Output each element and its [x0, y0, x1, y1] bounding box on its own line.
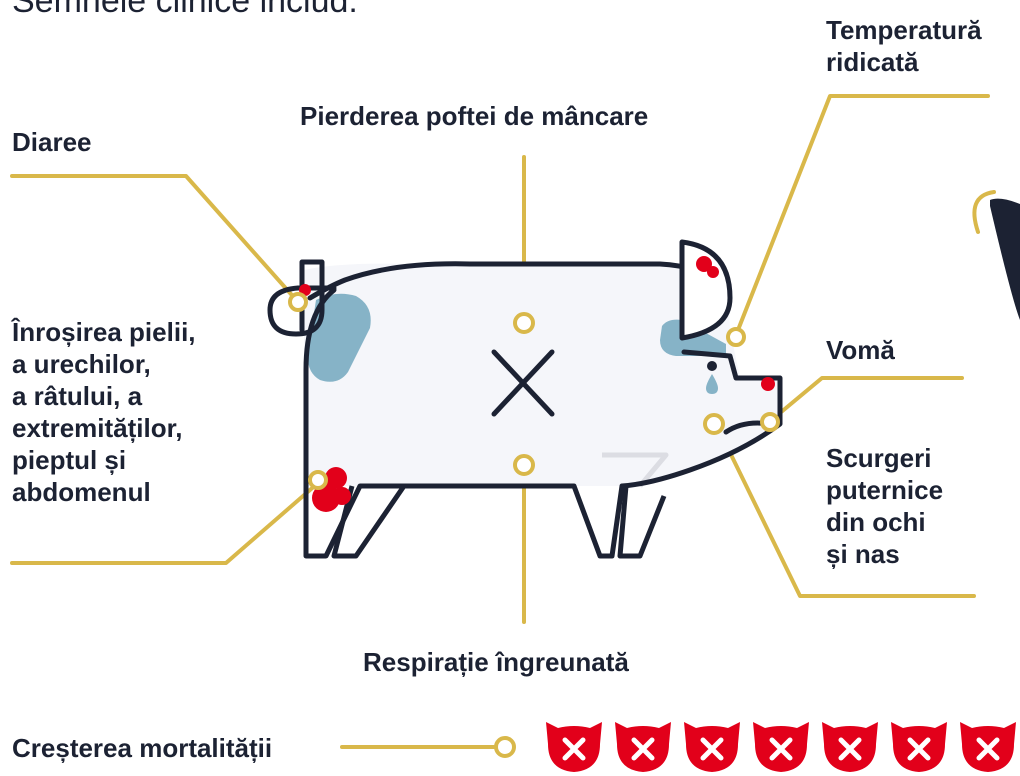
label-redness-line3: a râtului, a	[12, 381, 143, 411]
callout-dot-discharge	[703, 413, 725, 435]
label-redness: Înroșirea pielii, a urechilor, a râtului…	[12, 316, 196, 508]
label-vomit: Vomă	[826, 335, 895, 365]
label-temperature-line2: ridicată	[826, 47, 919, 77]
tear-drop	[706, 374, 718, 394]
label-discharge-line2: puternice	[826, 475, 944, 505]
callout-line-redness	[10, 481, 320, 565]
callout-line-vomit	[772, 376, 964, 420]
pig-eye	[707, 361, 717, 371]
callout-dots	[288, 292, 780, 758]
label-mortality: Creșterea mortalității	[12, 733, 273, 763]
callout-dot-diarrhea	[288, 292, 308, 312]
pig-head-x-icon	[615, 722, 671, 772]
label-breathing: Respirație îngreunată	[363, 647, 629, 677]
label-discharge-line1: Scurgeri	[826, 443, 932, 473]
mortality-icons	[546, 722, 1016, 772]
pig-head-x-icon	[891, 722, 947, 772]
callout-dot-redness	[308, 470, 328, 490]
label-redness-line1: Înroșirea pielii,	[12, 317, 196, 347]
label-discharge-line4: și nas	[826, 539, 900, 569]
callout-dot-mortality	[494, 736, 516, 758]
partial-pig-right	[972, 190, 1020, 320]
callout-line-temperature	[736, 94, 990, 332]
label-redness-line5: pieptul și	[12, 445, 127, 475]
label-redness-line6: abdomenul	[12, 477, 151, 507]
callout-dot-temperature	[726, 327, 746, 347]
callout-dot-vomit	[760, 412, 780, 432]
label-appetite: Pierderea poftei de mâncare	[300, 101, 649, 131]
label-temperature: Temperatură ridicată	[826, 14, 982, 78]
label-redness-line4: extremităților,	[12, 413, 183, 443]
pig-head-x-icon	[960, 722, 1016, 772]
callout-dot-breathing	[513, 454, 535, 476]
pig-head-x-icon	[546, 722, 602, 772]
callout-line-discharge	[716, 426, 976, 598]
pig-head-x-icon	[684, 722, 740, 772]
label-redness-line2: a urechilor,	[12, 349, 151, 379]
label-diarrhea: Diaree	[12, 127, 92, 157]
label-temperature-line1: Temperatură	[826, 15, 982, 45]
label-discharge-line3: din ochi	[826, 507, 926, 537]
callout-line-diarrhea	[10, 174, 300, 304]
callout-lines	[10, 94, 990, 749]
x-mark	[491, 349, 555, 417]
pig-head-x-icon	[822, 722, 878, 772]
callout-dot-appetite	[513, 312, 535, 334]
label-discharge: Scurgeri puternice din ochi și nas	[826, 442, 943, 570]
red-spots	[299, 256, 775, 512]
page-heading: Semnele clinice includ:	[12, 0, 358, 20]
pig-head-x-icon	[753, 722, 809, 772]
